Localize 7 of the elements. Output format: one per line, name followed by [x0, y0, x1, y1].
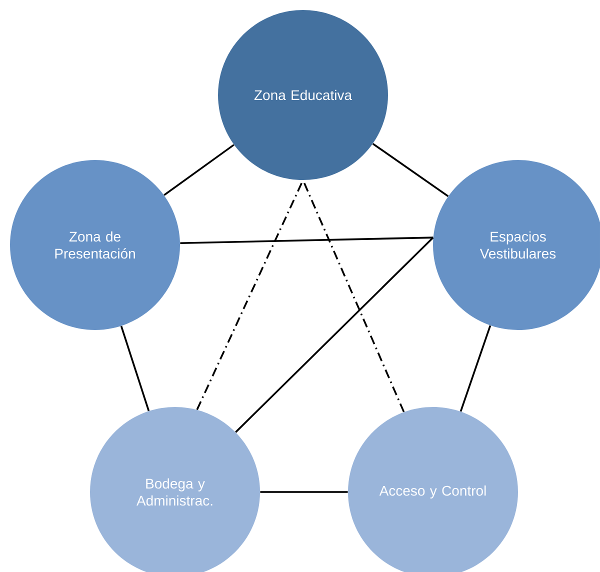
connector-line [180, 236, 434, 244]
connector-line [235, 236, 434, 433]
connector-line [120, 326, 150, 412]
connector-line [164, 144, 234, 196]
connector-line [260, 491, 348, 493]
connector-line [372, 143, 449, 197]
connector-line [460, 325, 492, 412]
